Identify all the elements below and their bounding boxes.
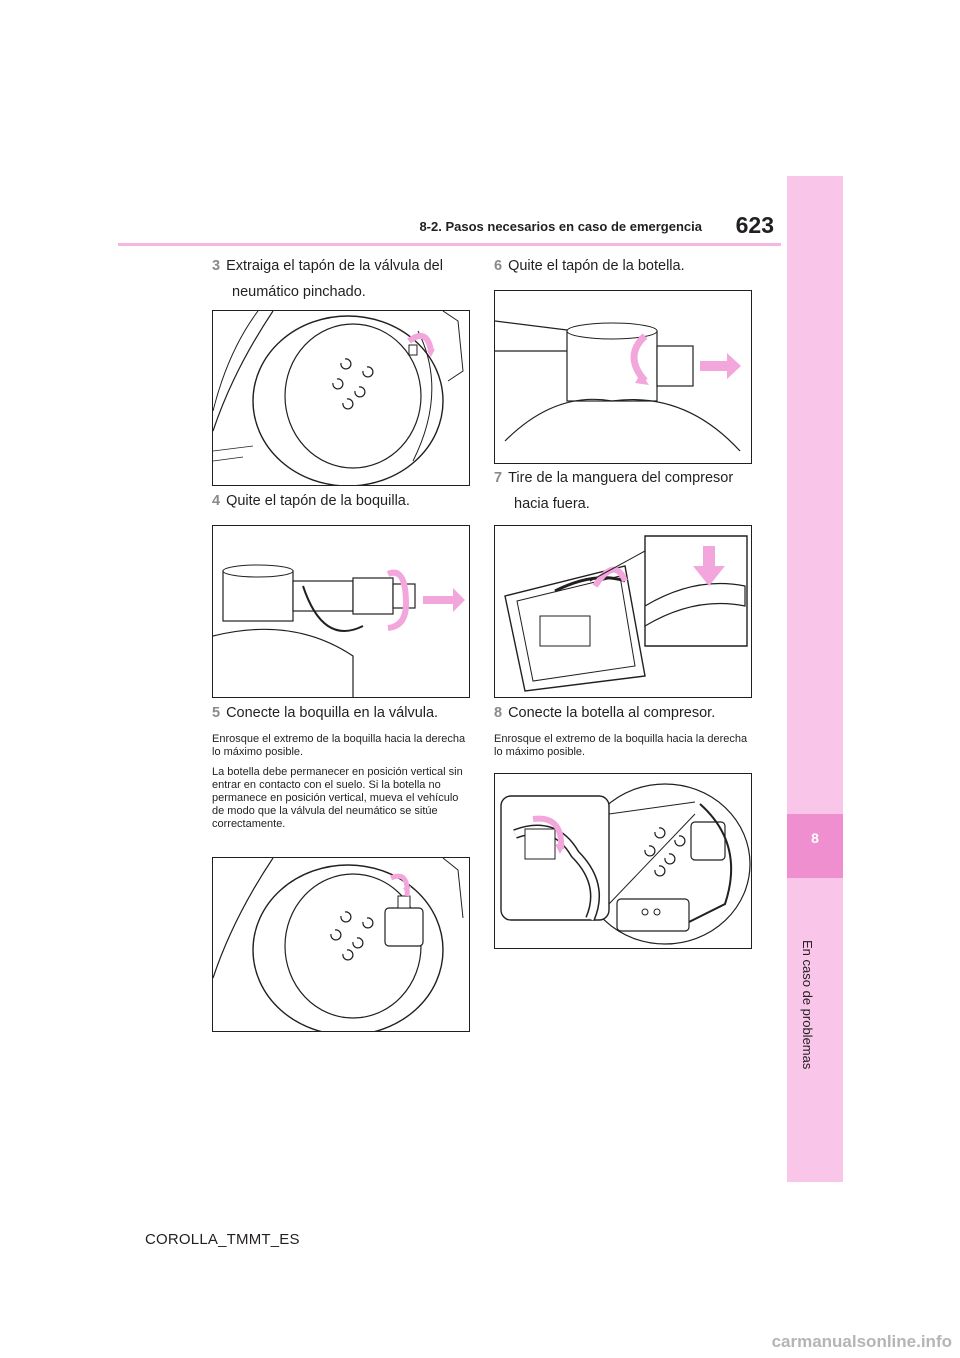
nozzle-cap-illustration <box>213 564 465 697</box>
chapter-side-tab <box>787 176 843 1182</box>
figure-pull-hose <box>494 525 752 698</box>
figure-valve-cap <box>212 310 470 486</box>
connect-nozzle-illustration <box>213 858 464 1031</box>
step-text-cont: hacia fuera. <box>514 496 590 512</box>
figure-connect-nozzle <box>212 857 470 1032</box>
step-text: Quite el tapón de la boquilla. <box>226 493 410 509</box>
step-number: 6 <box>494 258 503 274</box>
figure-connect-compressor <box>494 773 752 949</box>
step-5: 5 Conecte la boquilla en la válvula. <box>212 700 438 726</box>
note-text: Enrosque el extremo de la boquilla hacia… <box>494 733 748 758</box>
connect-compressor-illustration <box>500 783 751 945</box>
step-3: 3 Extraiga el tapón de la válvula del neu… <box>212 253 443 305</box>
document-code: COROLLA_TMMT_ES <box>145 1231 300 1248</box>
figure-nozzle-cap <box>212 525 470 698</box>
step-number: 3 <box>212 258 221 274</box>
note-text: La botella debe permanecer en posición v… <box>212 766 463 830</box>
step-text: Tire de la manguera del compresor <box>508 470 734 486</box>
step-text-cont: neumático pinchado. <box>232 284 366 300</box>
header-rule <box>118 243 781 246</box>
bottle-cap-illustration <box>495 320 741 452</box>
step-text: Extraiga el tapón de la válvula del <box>226 258 443 274</box>
step-text: Conecte la botella al compresor. <box>508 705 716 721</box>
note-text: Enrosque el extremo de la boquilla hacia… <box>212 733 466 758</box>
step-number: 8 <box>494 705 503 721</box>
step-7: 7 Tire de la manguera del compresor hacia… <box>494 465 733 517</box>
chapter-title: En caso de problemas <box>800 940 815 1070</box>
step-8-notes: Enrosque el extremo de la boquilla hacia… <box>494 733 750 766</box>
step-number: 4 <box>212 493 221 509</box>
step-5-notes: Enrosque el extremo de la boquilla hacia… <box>212 733 468 838</box>
chapter-number: 8 <box>811 830 819 846</box>
step-number: 5 <box>212 705 221 721</box>
tire-valve-cap-illustration <box>213 311 464 485</box>
figure-bottle-cap <box>494 290 752 464</box>
chapter-number-tab <box>787 814 843 878</box>
step-8: 8 Conecte la botella al compresor. <box>494 700 715 726</box>
step-6: 6 Quite el tapón de la botella. <box>494 253 685 279</box>
step-text: Conecte la boquilla en la válvula. <box>226 705 439 721</box>
pull-hose-illustration <box>504 535 748 692</box>
watermark: carmanualsonline.info <box>771 1332 952 1351</box>
step-4: 4 Quite el tapón de la boquilla. <box>212 488 410 514</box>
step-number: 7 <box>494 470 503 486</box>
step-text: Quite el tapón de la botella. <box>508 258 685 274</box>
page-number: 623 <box>735 212 774 238</box>
section-title: 8-2. Pasos necesarios en caso de emergen… <box>419 219 702 234</box>
